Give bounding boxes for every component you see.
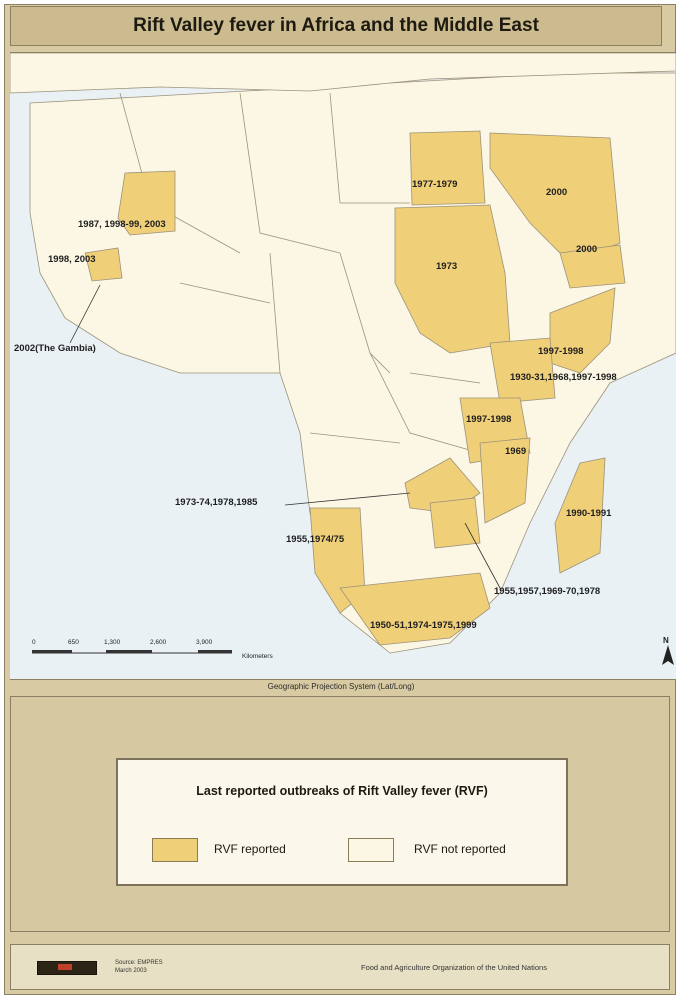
source-line: Source: EMPRES [115, 960, 163, 966]
legend-box: Last reported outbreaks of Rift Valley f… [116, 758, 568, 886]
legend-swatch-reported [152, 838, 198, 862]
country-border-5 [179, 282, 271, 304]
scale-bar [32, 650, 232, 654]
legend-title: Last reported outbreaks of Rift Valley f… [196, 784, 488, 798]
country-border-3 [269, 252, 281, 374]
date-line: March 2003 [115, 968, 147, 974]
land-europe-coast [10, 53, 676, 94]
leader-zambia [284, 492, 411, 506]
outbreak-label-gambia: 2002(The Gambia) [14, 343, 96, 354]
reported-egypt [409, 130, 486, 206]
outbreak-label-yemen: 2000 [576, 244, 598, 255]
rvf-reported-land [84, 130, 626, 646]
reported-mozambique [479, 437, 531, 524]
outbreak-label-egypt: 1977-1979 [412, 179, 458, 190]
label-leader-lines [69, 284, 501, 589]
outbreak-label-tanzania: 1997-1998 [466, 414, 512, 425]
map-panel: 1987, 1998-99, 2003 1998, 2003 2002(The … [10, 52, 676, 680]
scale-segment-0 [32, 650, 72, 653]
organization-name: Food and Agriculture Organization of the… [361, 963, 547, 972]
reported-mauritania [117, 170, 176, 236]
north-label: N [663, 636, 669, 645]
reported-sudan [394, 204, 511, 354]
title-bar: Rift Valley fever in Africa and the Midd… [10, 6, 662, 46]
country-border-6 [369, 352, 481, 454]
reported-senegal [84, 247, 123, 282]
country-border-7 [309, 432, 401, 444]
scale-segment-2 [198, 650, 232, 653]
legend-label-not-reported: RVF not reported [414, 842, 506, 856]
outbreak-label-south-africa: 1950-51,1974-1975,1999 [370, 620, 477, 631]
outbreak-label-mauritania: 1987, 1998-99, 2003 [78, 219, 166, 230]
scale-segment-1 [106, 650, 152, 653]
legend-label-reported: RVF reported [214, 842, 286, 856]
north-arrow-shape [662, 645, 674, 665]
leader-gambia [69, 284, 101, 344]
reported-south-africa [339, 572, 491, 646]
country-border-1 [239, 92, 341, 254]
footer: Source: EMPRES March 2003 Food and Agric… [10, 944, 670, 990]
outbreak-label-sudan: 1973 [436, 261, 458, 272]
outbreak-label-zimbabwe: 1955,1957,1969-70,1978 [494, 586, 601, 597]
scale-tick-1: 650 [68, 639, 79, 646]
outbreak-label-kenya: 1930-31,1968,1997-1998 [510, 372, 617, 383]
outbreak-label-somalia: 1997-1998 [538, 346, 584, 357]
outbreak-label-madagascar: 1990-1991 [566, 508, 612, 519]
outbreak-label-mozambique: 1969 [505, 446, 527, 457]
map-title: Rift Valley fever in Africa and the Midd… [133, 15, 539, 36]
reported-zimbabwe [429, 497, 481, 549]
reported-kenya [489, 337, 556, 404]
projection-note: Geographic Projection System (Lat/Long) [267, 682, 415, 691]
scale-tick-3: 2,600 [150, 639, 167, 646]
outbreak-label-senegal: 1998, 2003 [48, 254, 96, 265]
legend-swatch-not-reported [348, 838, 394, 862]
outbreak-label-saudi-arabia: 2000 [546, 187, 568, 198]
scale-tick-4: 3,900 [196, 639, 213, 646]
country-border-2 [329, 92, 410, 204]
scale-tick-0: 0 [32, 639, 36, 646]
country-border-8 [409, 372, 481, 384]
leader-zimbabwe [464, 522, 501, 589]
africa-map [10, 53, 676, 665]
reported-madagascar [554, 457, 606, 574]
outbreak-label-namibia: 1955,1974/75 [286, 534, 345, 545]
scale-tick-2: 1,300 [104, 639, 121, 646]
north-arrow-icon [662, 645, 674, 665]
outbreak-label-zambia: 1973-74,1978,1985 [175, 497, 258, 508]
fao-logo-icon [37, 961, 97, 975]
reported-yemen [559, 244, 626, 289]
scale-unit: Kilometers [242, 653, 273, 660]
source-note: Source: EMPRES March 2003 [115, 959, 163, 975]
